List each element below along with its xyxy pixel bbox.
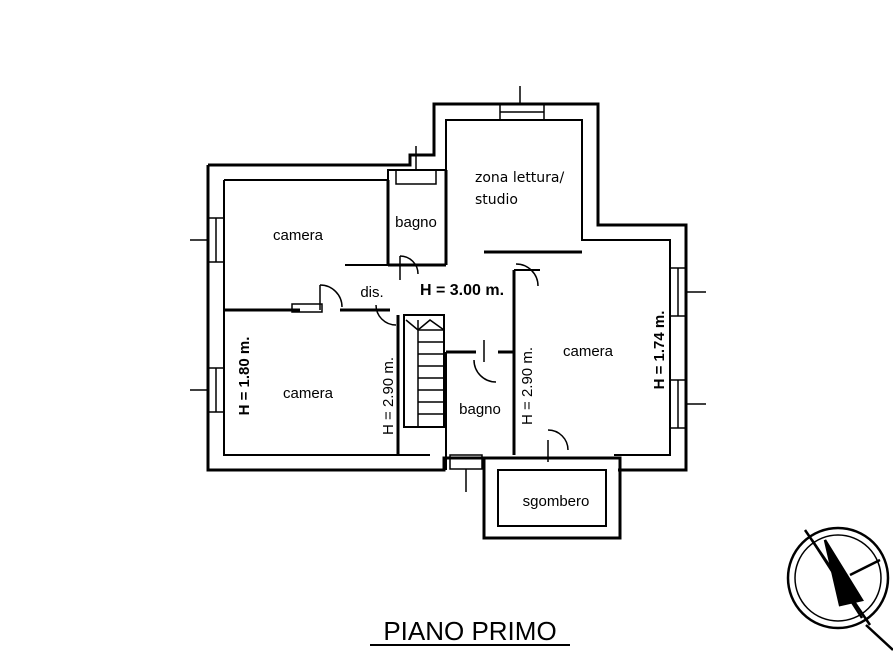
- door-swings: [319, 255, 569, 462]
- room-label-disimpegno: dis.: [360, 284, 383, 301]
- room-label-camera-bottom-left: camera: [283, 385, 334, 402]
- room-label-bagno-bottom: bagno: [459, 401, 501, 418]
- height-label-stair-right: H = 2.90 m.: [519, 347, 536, 425]
- room-label-bagno-top: bagno: [395, 214, 437, 231]
- height-label-stair-left: H = 2.90 m.: [380, 357, 397, 435]
- windows: [190, 86, 706, 492]
- room-label-zona-lettura-line1: zona lettura/: [475, 170, 565, 186]
- stair-treads: [405, 319, 445, 427]
- height-label-corridor: H = 3.00 m.: [420, 282, 504, 299]
- north-arrow-icon: [786, 526, 893, 651]
- height-label-camera-bottom-left: H = 1.80 m.: [236, 337, 253, 416]
- room-label-camera-top-left: camera: [273, 227, 324, 244]
- plan-title: PIANO PRIMO: [383, 616, 556, 646]
- room-label-zona-lettura-line2: studio: [475, 192, 518, 208]
- height-label-camera-right: H = 1.74 m.: [651, 311, 668, 390]
- sgombero-annex: [482, 456, 622, 540]
- room-label-sgombero: sgombero: [523, 493, 590, 510]
- room-label-camera-right: camera: [563, 343, 614, 360]
- interior-walls: [224, 170, 582, 470]
